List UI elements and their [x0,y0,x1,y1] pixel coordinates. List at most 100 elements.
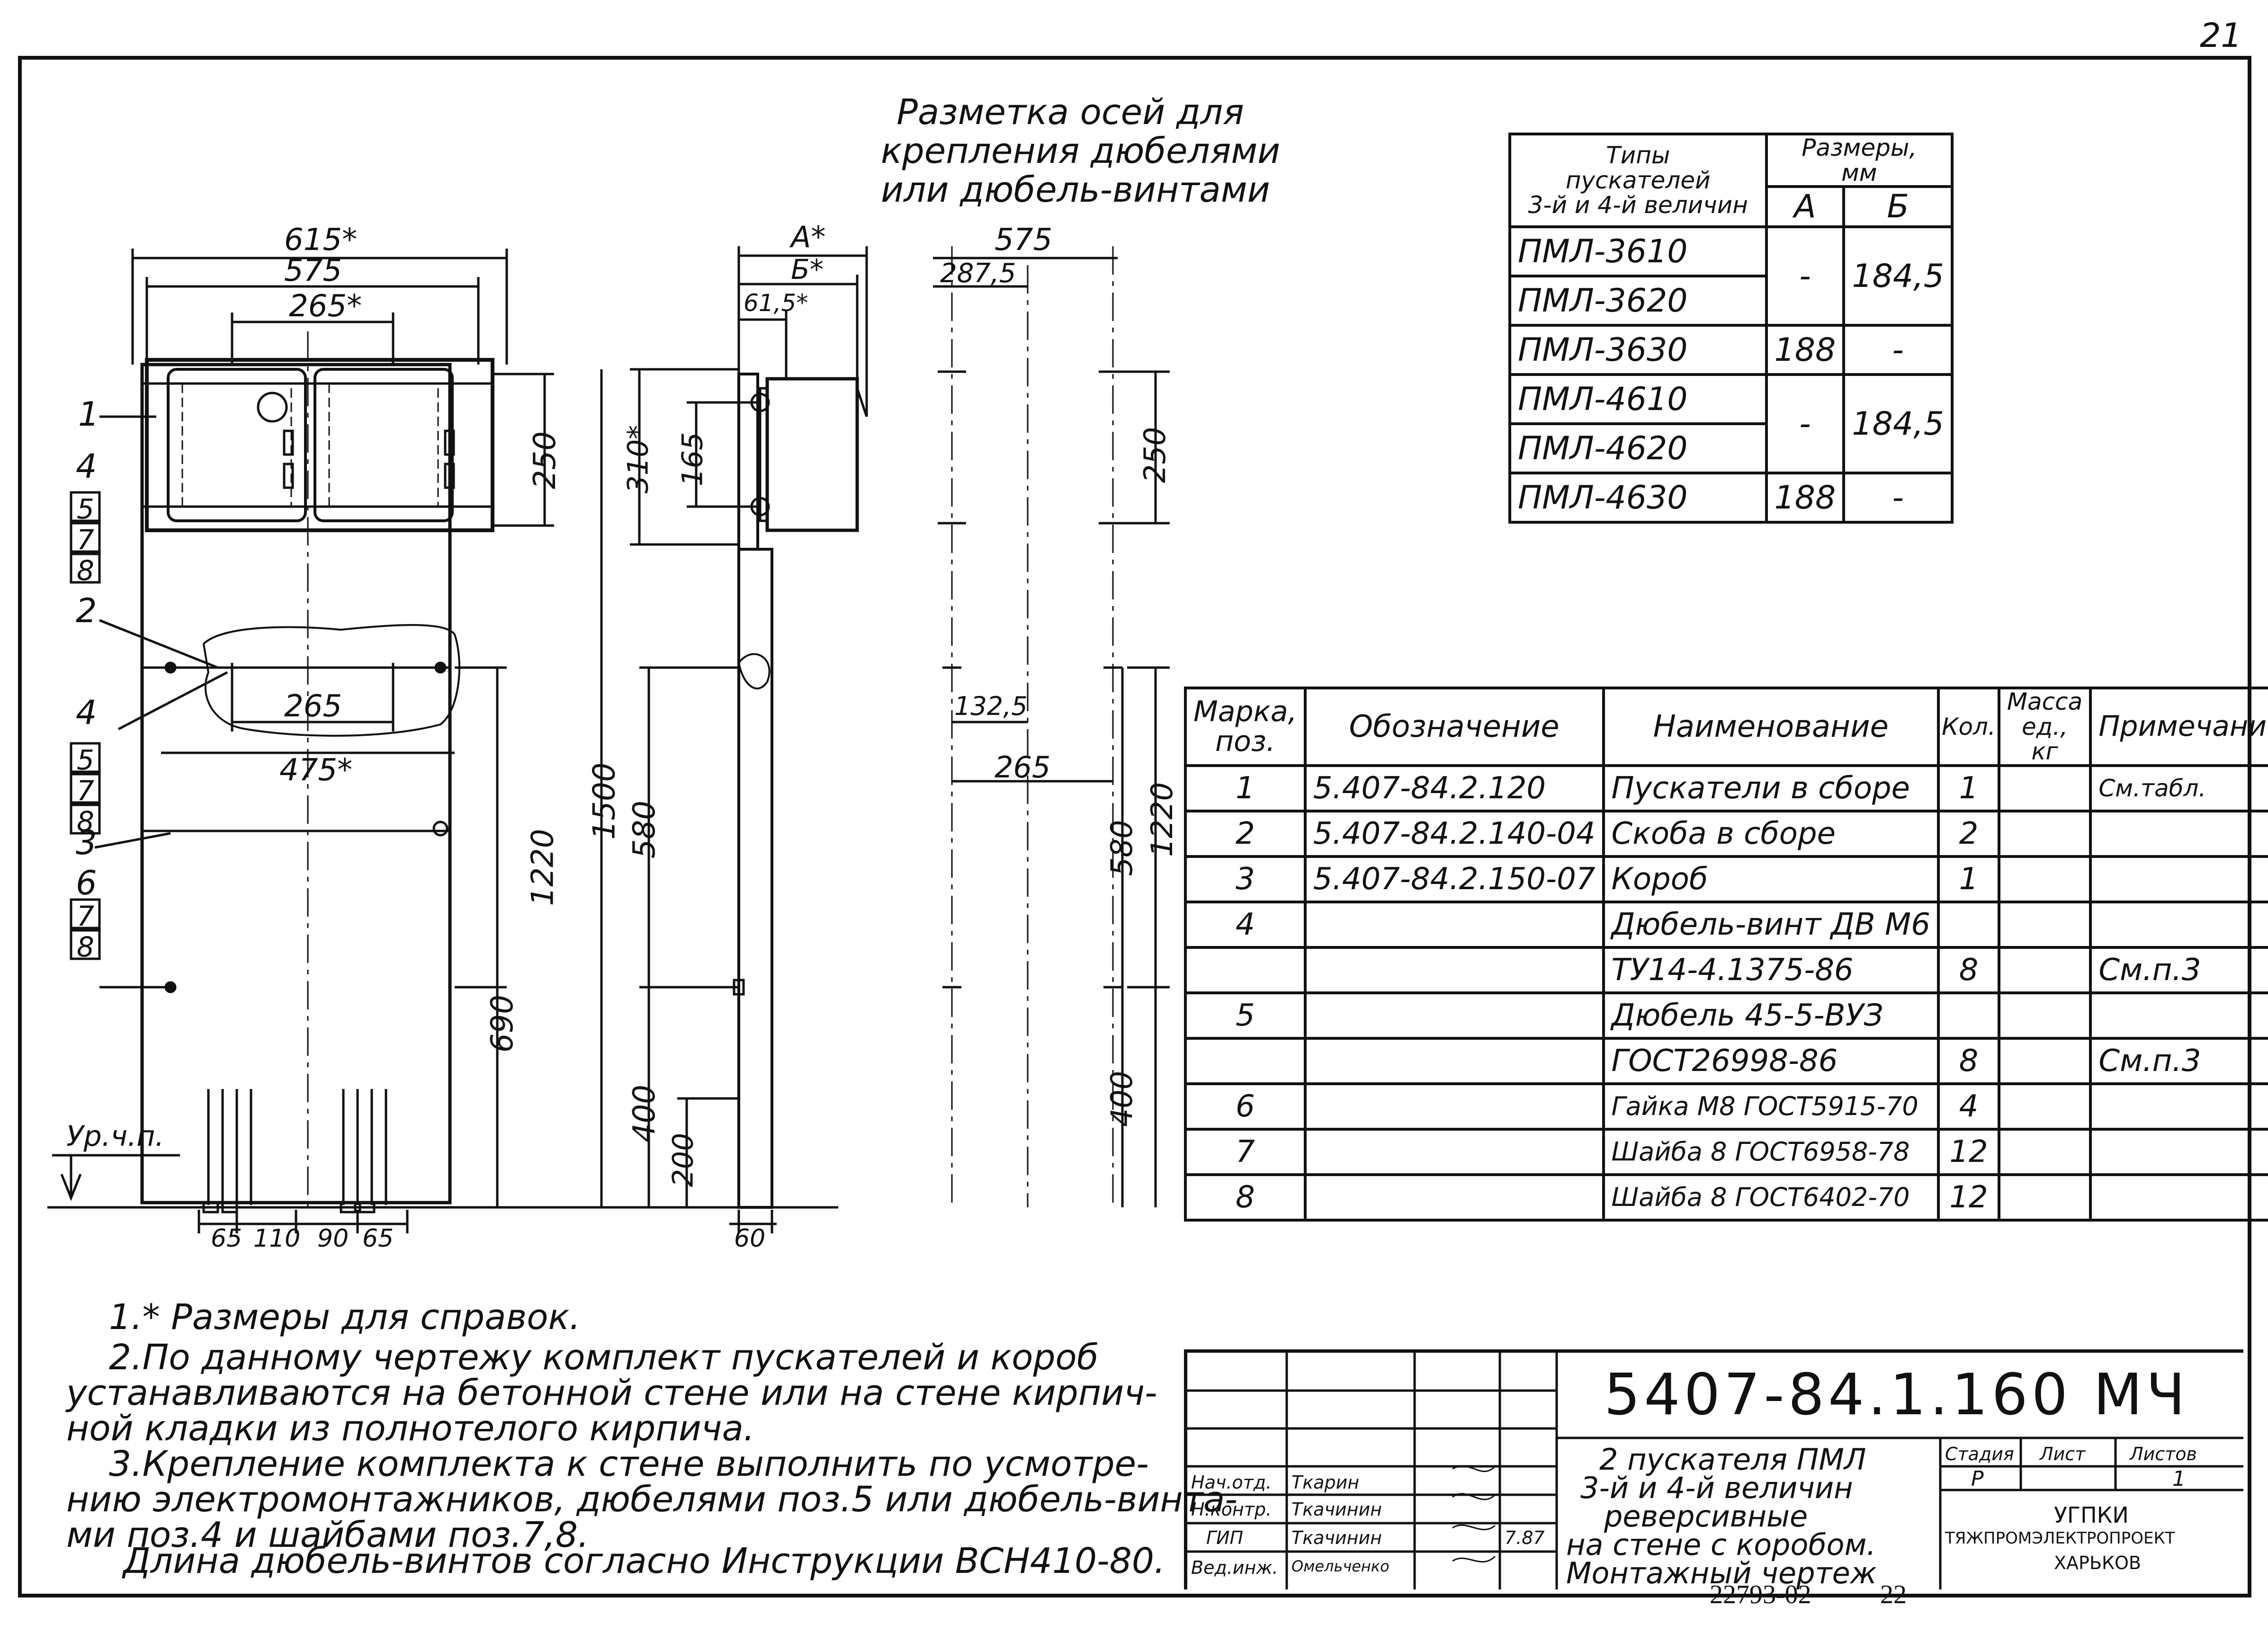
size-b-cell: 184,5 [1842,373,1954,474]
org-line: ХАРЬКОВ [2054,1553,2141,1573]
callout-2: 2 [76,591,97,630]
drawing-lines [47,246,1170,1233]
size-b-cell: - [1842,324,1954,376]
drawing-title-line: 2 пускателя ПМЛ [1599,1442,1866,1477]
person-name: Ткачинин [1291,1499,1382,1520]
callout-6: 6 [76,864,97,902]
callout-4: 4 [76,447,97,486]
spec-mark: 4 [1184,900,1307,949]
spec-mass [1997,1036,2092,1085]
spec-header-note: Примечание [2089,687,2268,767]
dim-1500: 1500 [587,762,622,840]
axis-dim-575: 575 [995,223,1053,258]
callout-8b: 8 [77,805,94,838]
spec-mark: 5 [1184,991,1307,1040]
spec-note [2089,1173,2268,1222]
spec-designation: 5.407-84.2.140-04 [1303,809,1605,858]
type-cell: ПМЛ-3620 [1508,275,1768,327]
dim-65a: 65 [211,1224,242,1253]
note-line: нию электромонтажников, дюбелями поз.5 и… [66,1479,1237,1520]
spec-qty: 8 [1936,946,2000,994]
callout-7: 7 [77,524,94,556]
spec-mass [1997,855,2092,903]
spec-mark: 3 [1184,855,1307,903]
dim-310: 310* [621,425,655,494]
size-a-cell: 188 [1765,472,1846,524]
spec-note [2089,1082,2268,1131]
dim-250: 250 [528,431,563,490]
size-b-cell: - [1842,472,1954,524]
spec-qty [1936,991,2000,1040]
size-a-cell: - [1765,373,1846,474]
drawing-title-line: на стене с коробом. [1566,1527,1876,1562]
spec-designation: 5.407-84.2.120 [1303,764,1605,812]
note-line: 1.* Размеры для справок. [109,1297,581,1338]
role-label: Н.контр. [1191,1499,1272,1520]
note-line: 3.Крепление комплекта к стене выполнить … [109,1444,1149,1484]
spec-note [2089,991,2268,1040]
spec-designation [1303,1127,1605,1176]
spec-qty: 4 [1936,1082,2000,1131]
spec-mass [1997,809,2092,858]
callout-5: 5 [77,493,94,525]
starter-side [765,377,859,532]
spec-name: ГОСТ26998-86 [1602,1036,1940,1085]
note-line: Длина дюбель-винтов согласно Инструкции … [123,1541,1165,1581]
stage-value: Р [1971,1467,1984,1491]
spec-designation [1303,1082,1605,1131]
dim-265-top: 265* [289,289,362,324]
spec-name: Дюбель-винт ДВ М6 [1602,900,1940,949]
spec-qty: 1 [1936,855,2000,903]
spec-mark [1184,946,1307,994]
sheets-label: Листов [2130,1444,2197,1464]
spec-note: См.п.3 [2089,1036,2268,1085]
axis-dim-132-5: 132,5 [954,691,1028,721]
size-b-cell: 184,5 [1842,225,1954,327]
spec-designation [1303,1036,1605,1085]
col-b-header: Б [1842,185,1954,228]
callout-7c: 7 [77,900,94,932]
dim-580: 580 [627,800,663,859]
spec-header-designation: Обозначение [1303,687,1605,767]
spec-qty: 12 [1936,1127,2000,1176]
size-a-cell: - [1765,225,1846,327]
spec-qty: 1 [1936,764,2000,812]
callout-4b: 4 [76,693,97,732]
drawing-code: 5407-84.1.160 МЧ [1604,1362,2189,1428]
drawing-title-line: Монтажный чертеж [1566,1556,1877,1590]
type-cell: ПМЛ-3630 [1508,324,1768,376]
spec-header-mass: Масса ед., кг [1997,687,2092,767]
spec-header-mark: Марка, поз. [1184,687,1307,767]
spec-name: Гайка М8 ГОСТ5915-70 [1602,1082,1940,1131]
callout-7b: 7 [77,775,94,807]
spec-designation [1303,946,1605,994]
spec-qty: 2 [1936,809,2000,858]
axis-layout-heading: Разметка осей для крепления дюбелями или… [881,92,1281,210]
bottom-page-number: 22 [1880,1580,1907,1609]
callout-3: 3 [76,823,97,862]
dim-110: 110 [253,1224,301,1253]
spec-header-name: Наименование [1602,687,1940,767]
floor-level-label: Ур.ч.п. [66,1120,164,1153]
spec-name: Дюбель 45-5-ВУЗ [1602,991,1940,1040]
dim-61-5: 61,5* [744,289,808,317]
spec-mark: 8 [1184,1173,1307,1222]
dim-200: 200 [666,1133,700,1187]
spec-header-qty: Кол. [1936,687,2000,767]
spec-qty: 8 [1936,1036,2000,1085]
spec-qty: 12 [1936,1173,2000,1222]
dim-1220: 1220 [525,829,561,906]
spec-mark: 7 [1184,1127,1307,1176]
dim-575: 575 [284,253,342,288]
dim-475: 475* [279,753,353,788]
dim-90: 90 [317,1224,349,1253]
note-line: 2.По данному чертежу комплект пускателей… [109,1337,1099,1378]
sheets-value: 1 [2172,1467,2186,1491]
spec-qty [1936,900,2000,949]
spec-mass [1997,946,2092,994]
date-value: 7.87 [1505,1527,1545,1548]
spec-name: Шайба 8 ГОСТ6958-78 [1602,1127,1940,1176]
axis-dim-1220: 1220 [1144,782,1179,857]
knob-icon [257,392,288,423]
